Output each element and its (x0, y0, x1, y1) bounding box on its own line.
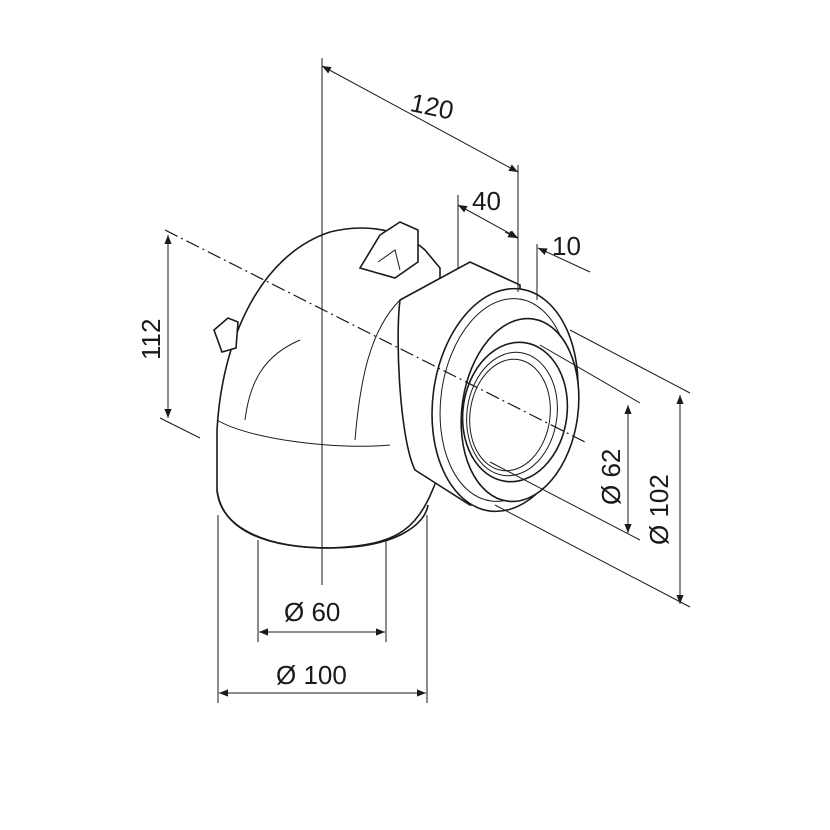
dimension-112: 112 (136, 235, 201, 439)
label-112: 112 (136, 319, 166, 360)
label-d62: Ø 62 (596, 449, 626, 505)
dimension-10: 10 (504, 230, 591, 300)
label-d100: Ø 100 (276, 660, 347, 690)
dimension-d100: Ø 100 (217, 515, 428, 703)
dimension-d62: Ø 62 (489, 344, 641, 541)
outlet-spigot (397, 261, 580, 513)
dimension-d102: Ø 102 (494, 329, 691, 608)
dimension-d60: Ø 60 (257, 540, 387, 642)
elbow-body (213, 221, 441, 549)
label-d60: Ø 60 (284, 597, 340, 627)
label-40: 40 (472, 186, 501, 216)
center-axis (164, 229, 586, 443)
dimension-40: 40 (457, 186, 519, 268)
label-10: 10 (552, 231, 581, 261)
label-120: 120 (408, 87, 457, 125)
label-d102: Ø 102 (644, 474, 674, 545)
